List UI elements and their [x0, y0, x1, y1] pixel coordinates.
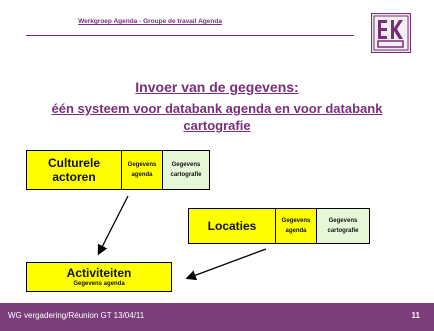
culturele-carto-line-2: cartografie — [170, 172, 202, 178]
culturele-label-line-1: Culturele — [47, 156, 100, 170]
locaties-label: Locaties — [207, 219, 257, 233]
locaties-agenda-line-1: Gegevens — [281, 218, 311, 224]
locaties-agenda-line-2: agenda — [285, 228, 307, 234]
culturele-gegevens-cartografie: Gegevens cartografie — [162, 150, 210, 190]
culturele-agenda-line-1: Gegevens — [127, 162, 157, 168]
footer-text: WG vergadering/Réunion GT 13/04/11 — [8, 311, 145, 320]
arrow-locaties-to-activiteiten — [185, 248, 267, 281]
activiteiten-sub: Gegevens agenda — [73, 281, 125, 287]
culturele-actoren-box: Culturele actoren — [26, 150, 122, 190]
culturele-agenda-line-2: agenda — [131, 172, 153, 178]
locaties-carto-line-1: Gegevens — [328, 218, 358, 224]
activiteiten-box: Activiteiten Gegevens agenda — [26, 262, 172, 292]
slide-subtitle-line-1: één systeem voor databank agenda en voor… — [51, 101, 383, 116]
page-number: 11 — [411, 311, 420, 320]
header-title: Werkgroep Agenda - Groupe de travail Age… — [78, 18, 222, 25]
footer-bar: WG vergadering/Réunion GT 13/04/11 11 — [0, 303, 434, 331]
bko-logo — [371, 13, 411, 53]
slide-subtitle-line-2: cartografie — [183, 118, 251, 133]
header-divider — [26, 35, 354, 36]
slide-title: Invoer van de gegevens: — [135, 79, 299, 95]
locaties-carto-line-2: cartografie — [327, 228, 359, 234]
culturele-gegevens-agenda: Gegevens agenda — [121, 150, 163, 190]
locaties-box: Locaties — [188, 208, 276, 244]
arrow-culturele-to-activiteiten — [97, 195, 129, 256]
slide-subtitle: één systeem voor databank agenda en voor… — [0, 100, 434, 134]
locaties-gegevens-agenda: Gegevens agenda — [275, 208, 317, 244]
locaties-gegevens-cartografie: Gegevens cartografie — [316, 208, 370, 244]
culturele-label-line-2: actoren — [52, 170, 96, 184]
activiteiten-label: Activiteiten — [66, 266, 132, 280]
culturele-carto-line-1: Gegevens — [171, 162, 201, 168]
bko-logo-graphic — [373, 15, 409, 51]
